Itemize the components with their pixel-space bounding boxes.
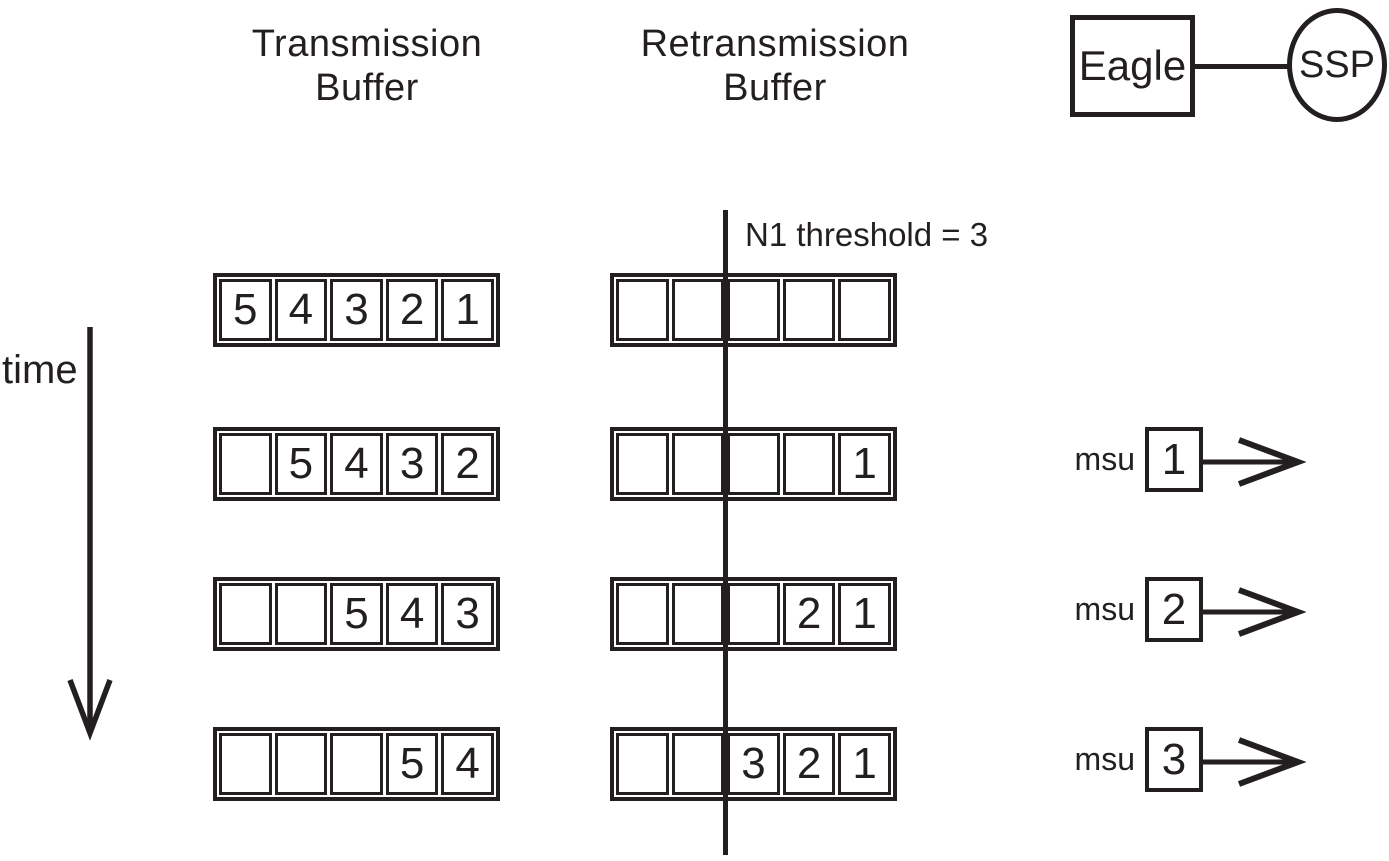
buffer-cell: 2 (782, 733, 836, 795)
buffer-cell: 1 (838, 733, 891, 795)
buffer-cell (616, 583, 669, 645)
buffer-cell: 3 (330, 279, 383, 341)
buffer-cell (671, 733, 725, 795)
buffer-cell: 4 (330, 433, 383, 495)
transmission-buffer-row-4: 5 4 (213, 727, 500, 801)
eagle-node-label: Eagle (1078, 42, 1187, 89)
retransmission-buffer-row-1 (610, 273, 897, 347)
msu-label: msu (1074, 591, 1135, 627)
buffer-cell (782, 433, 836, 495)
retransmission-buffer-row-2: 1 (610, 427, 897, 501)
buffer-cell: 1 (838, 433, 891, 495)
buffer-cell: 2 (385, 279, 439, 341)
msu-arrow-icon (1201, 587, 1306, 637)
buffer-cell (671, 583, 725, 645)
buffer-cell (782, 279, 836, 341)
buffer-cell (274, 583, 328, 645)
buffer-cell: 3 (441, 583, 494, 645)
time-arrow-icon (67, 327, 113, 741)
ssp-node-label: SSP (1298, 43, 1376, 86)
buffer-cell: 5 (330, 583, 383, 645)
msu-seq: 2 (1161, 584, 1187, 634)
msu-seq: 1 (1161, 434, 1187, 484)
msu-box: 1 (1145, 427, 1203, 492)
buffer-cell: 4 (274, 279, 328, 341)
buffer-cell (616, 279, 669, 341)
buffer-cell: 5 (385, 733, 439, 795)
transmission-buffer-row-2: 5 4 3 2 (213, 427, 500, 501)
buffer-cell (274, 733, 328, 795)
retransmission-buffer-row-4: 3 2 1 (610, 727, 897, 801)
buffer-cell (616, 733, 669, 795)
time-label: time (2, 348, 78, 392)
transmission-buffer-row-3: 5 4 3 (213, 577, 500, 651)
buffer-cell (671, 279, 725, 341)
buffer-cell: 1 (838, 583, 891, 645)
buffer-cell (330, 733, 383, 795)
buffer-cell: 1 (441, 279, 494, 341)
buffer-cell (671, 433, 725, 495)
buffer-cell (219, 733, 272, 795)
buffer-cell: 4 (385, 583, 439, 645)
n1-threshold-label: N1 threshold = 3 (745, 216, 989, 253)
buffer-cell: 5 (219, 279, 272, 341)
buffer-cell (727, 583, 780, 645)
buffer-cell (727, 279, 780, 341)
retransmission-buffer-title: Retransmission Buffer (640, 23, 910, 109)
buffer-cell (219, 433, 272, 495)
msu-box: 3 (1145, 727, 1203, 792)
transmission-buffer-row-1: 5 4 3 2 1 (213, 273, 500, 347)
buffer-cell (727, 433, 780, 495)
buffer-cell (616, 433, 669, 495)
buffer-cell: 2 (441, 433, 494, 495)
eagle-node: Eagle (1070, 15, 1195, 117)
msu-arrow-icon (1201, 437, 1306, 487)
n1-threshold-line (723, 210, 728, 855)
msu-seq: 3 (1161, 734, 1187, 784)
eagle-ssp-link (1193, 64, 1289, 69)
msu-arrow-icon (1201, 737, 1306, 787)
buffer-cell: 5 (274, 433, 328, 495)
buffer-cell: 2 (782, 583, 836, 645)
buffer-cell (838, 279, 891, 341)
transmission-buffer-title: Transmission Buffer (251, 23, 483, 109)
msu-box: 2 (1145, 577, 1203, 642)
buffer-cell: 3 (727, 733, 780, 795)
buffer-cell: 3 (385, 433, 439, 495)
msu-label: msu (1074, 741, 1135, 777)
ssp-node: SSP (1287, 8, 1387, 122)
buffer-cell: 4 (441, 733, 494, 795)
buffer-cell (219, 583, 272, 645)
msu-label: msu (1074, 441, 1135, 477)
retransmission-buffer-row-3: 2 1 (610, 577, 897, 651)
